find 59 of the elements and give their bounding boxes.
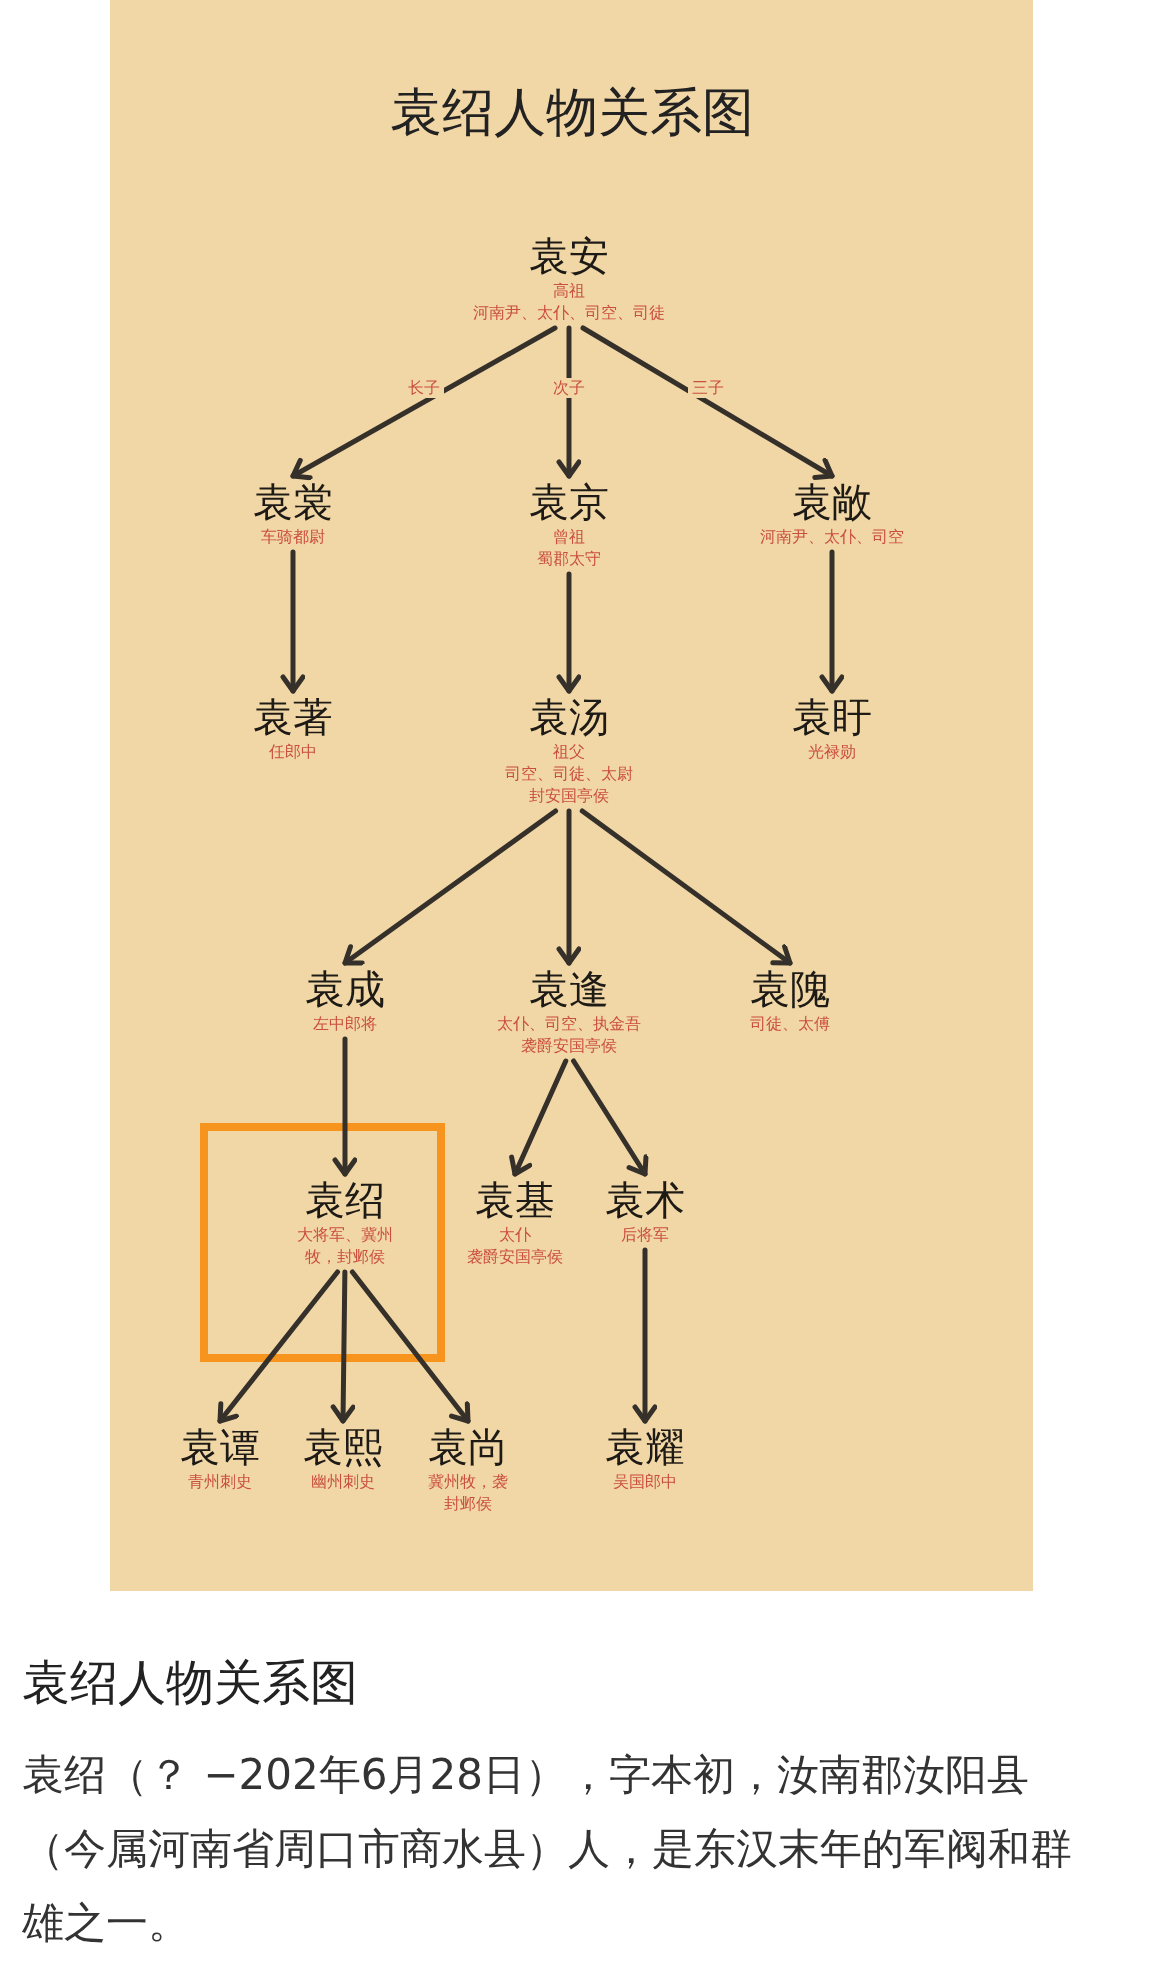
arrow	[349, 1269, 471, 1424]
person-title: 司空、司徒、太尉	[505, 763, 633, 785]
person-name: 袁熙	[303, 1423, 383, 1471]
person-name: 袁盱	[792, 693, 872, 741]
arrow	[217, 1269, 340, 1424]
person-name: 袁绍	[305, 1176, 385, 1224]
person-title: 车骑都尉	[261, 526, 325, 548]
person-title: 袭爵安国亭侯	[467, 1246, 563, 1268]
person-name: 袁裳	[253, 478, 333, 526]
person-title: 左中郎将	[313, 1013, 377, 1035]
arrow	[579, 808, 793, 966]
arrow	[332, 1036, 358, 1177]
person-title: 高祖	[553, 280, 585, 302]
person-name: 袁谭	[180, 1423, 260, 1471]
arrow	[819, 549, 845, 694]
person-name: 袁汤	[529, 693, 609, 741]
article-heading: 袁绍人物关系图	[22, 1653, 358, 1712]
person-title: 封安国亭侯	[529, 785, 609, 807]
person-name: 袁著	[253, 693, 333, 741]
person-title: 冀州牧，袭封邺侯	[427, 1471, 509, 1515]
person-name: 袁京	[529, 478, 609, 526]
arrow	[571, 1058, 649, 1177]
person-title: 任郎中	[269, 741, 317, 763]
arrow	[509, 1058, 569, 1177]
person-name: 袁敞	[792, 478, 872, 526]
person-name: 袁成	[305, 965, 385, 1013]
person-name: 袁尚	[428, 1423, 508, 1471]
person-title: 幽州刺史	[311, 1471, 375, 1493]
person-title: 太仆、司空、执金吾	[497, 1013, 641, 1035]
article-paragraph: 袁绍（？ −202年6月28日），字本初，汝南郡汝阳县（今属河南省周口市商水县）人，是东汉末年的军阀和群雄之一。	[22, 1749, 1073, 1949]
diagram-title: 袁绍人物关系图	[388, 81, 755, 144]
person-name: 袁基	[475, 1176, 555, 1224]
arrow	[632, 1247, 658, 1424]
person-title: 河南尹、太仆、司空、司徒	[473, 302, 665, 324]
person-title: 曾祖	[553, 526, 585, 548]
arrow	[290, 325, 558, 481]
person-name: 袁术	[605, 1176, 685, 1224]
person-title: 青州刺史	[188, 1471, 252, 1493]
person-name: 袁安	[529, 232, 609, 280]
person-title: 太仆	[499, 1224, 531, 1246]
person-title: 后将军	[621, 1224, 669, 1246]
person-title: 袭爵安国亭侯	[521, 1035, 617, 1057]
person-title: 蜀郡太守	[537, 548, 601, 570]
person-title: 大将军、冀州牧，封邺侯	[296, 1224, 394, 1268]
arrow	[556, 571, 582, 694]
person-title: 吴国郎中	[613, 1471, 677, 1493]
person-title: 光禄勋	[808, 741, 856, 763]
arrow	[330, 1269, 356, 1424]
person-title: 祖父	[553, 741, 585, 763]
person-name: 袁隗	[750, 965, 830, 1013]
arrow	[556, 325, 582, 479]
person-title: 河南尹、太仆、司空	[760, 526, 904, 548]
person-name: 袁耀	[605, 1423, 685, 1471]
arrow	[556, 808, 582, 966]
arrow	[342, 808, 559, 966]
person-name: 袁逢	[529, 965, 609, 1013]
arrow	[580, 325, 835, 480]
arrow	[280, 549, 306, 694]
person-title: 司徒、太傅	[750, 1013, 830, 1035]
